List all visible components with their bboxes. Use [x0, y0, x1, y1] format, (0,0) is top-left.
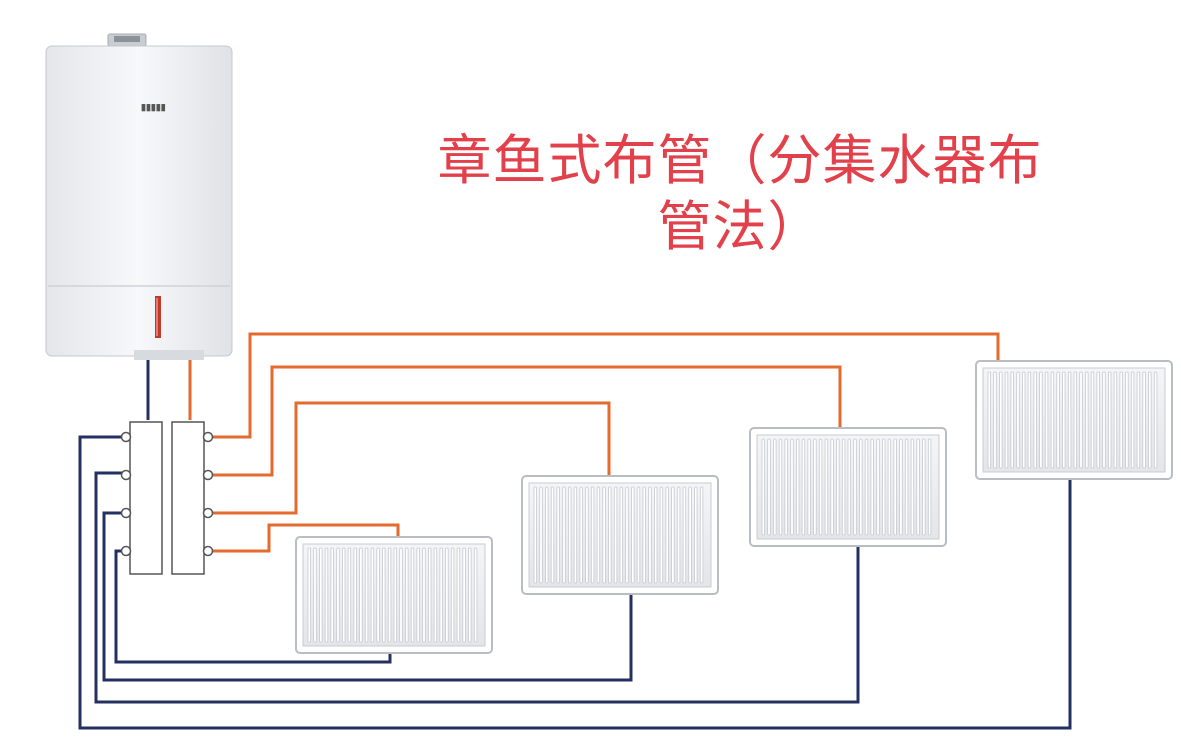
title-line-2: 管法） — [657, 195, 823, 258]
radiators — [295, 360, 1173, 654]
radiator-icon — [749, 427, 947, 547]
supply-manifold-icon — [171, 421, 214, 575]
return-pipe-radiator-4 — [78, 435, 1072, 730]
return-manifold-icon — [120, 421, 163, 575]
supply-pipe-radiator-2 — [205, 401, 611, 515]
wall-boiler-icon — [45, 33, 233, 360]
supply-pipes — [188, 332, 1000, 553]
supply-pipe-radiator-1 — [205, 523, 400, 553]
return-pipe-radiator-3 — [94, 471, 860, 704]
diagram-title: 章鱼式布管（分集水器布 管法） — [380, 128, 1100, 260]
supply-pipe-radiator-3 — [205, 365, 842, 477]
boiler-brand-logo: ▮▮▮▮▮ — [141, 102, 166, 112]
return-pipe-radiator-2 — [102, 511, 633, 682]
radiator-icon — [975, 360, 1173, 480]
title-line-1: 章鱼式布管（分集水器布 — [437, 129, 1043, 192]
return-pipes — [78, 360, 1072, 730]
return-pipe-radiator-1 — [114, 549, 392, 664]
supply-pipe-radiator-4 — [205, 332, 1000, 439]
radiator-icon — [521, 475, 719, 595]
radiator-icon — [295, 536, 493, 654]
